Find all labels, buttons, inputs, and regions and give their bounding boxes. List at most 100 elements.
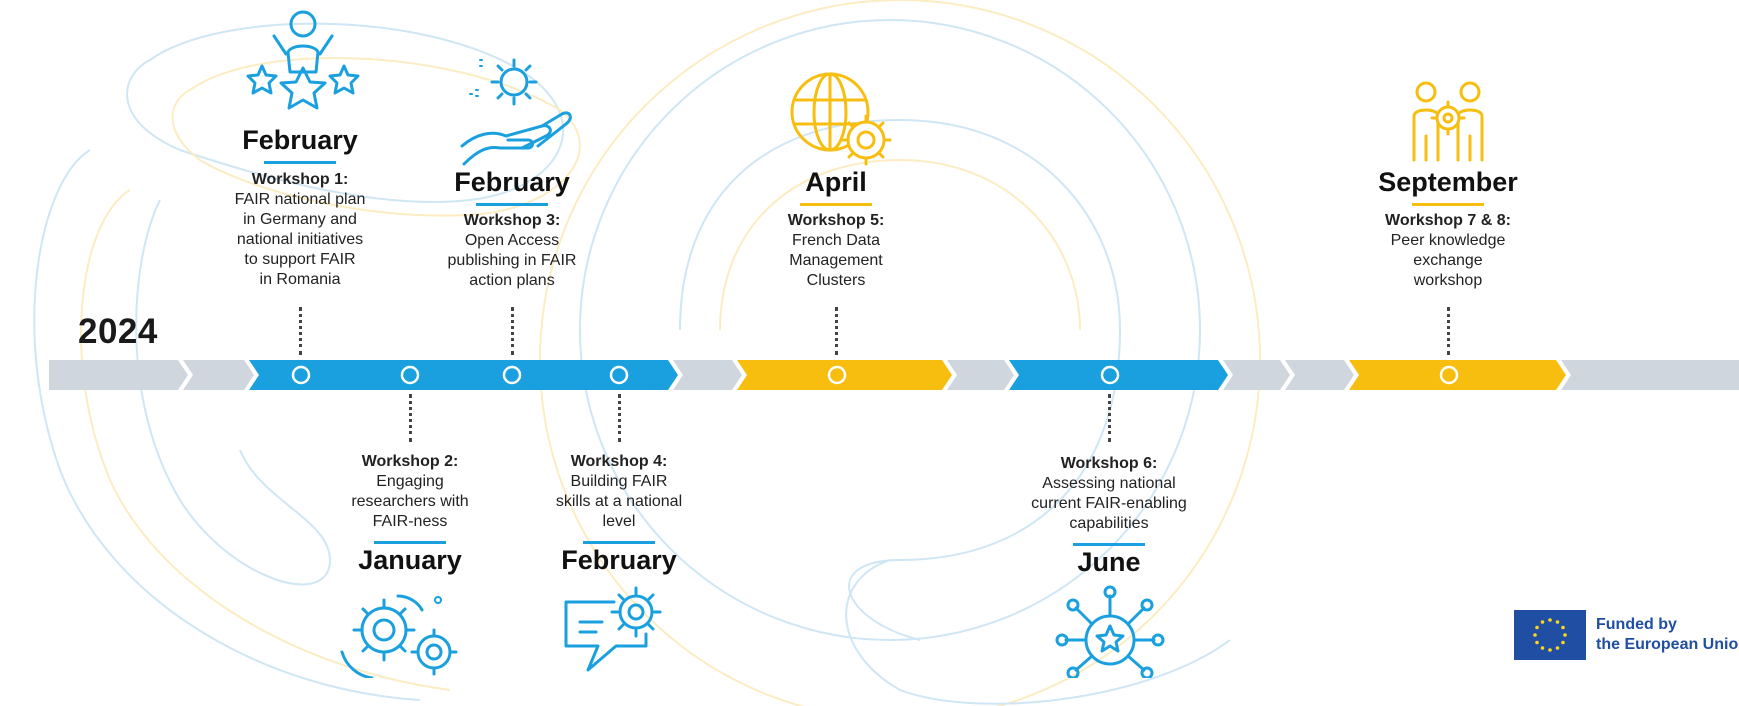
event-3-title: Workshop 3: <box>463 212 561 229</box>
event-4-line-1: Building FAIR <box>570 473 668 490</box>
event-7-month: September <box>1378 167 1518 197</box>
event-1-underline <box>264 161 336 164</box>
event-1-line-2: in Germany and <box>243 211 357 228</box>
event-1-line-3: national initiatives <box>236 231 364 248</box>
loop-blue-2 <box>33 149 421 701</box>
event-5-month: April <box>805 167 867 197</box>
event-6-month: June <box>1077 547 1141 577</box>
eu-flag-icon <box>1514 610 1586 660</box>
eu-star <box>1540 620 1545 624</box>
event-4-underline <box>583 541 655 544</box>
event-3-description: Workshop 3: Open Access publishing in FA… <box>417 211 607 291</box>
eu-star <box>1535 625 1539 630</box>
event-4-title: Workshop 4: <box>570 453 668 470</box>
event-3-line-1: Open Access <box>464 232 560 249</box>
event-6-line-1: Assessing national <box>1042 475 1176 492</box>
eu-star <box>1561 625 1565 630</box>
event-2-month: January <box>358 545 462 575</box>
event-5-title: Workshop 5: <box>787 212 885 229</box>
event-1-line-1: FAIR national plan <box>234 191 366 208</box>
event-2-marker <box>400 365 420 385</box>
event-7-marker <box>1439 365 1459 385</box>
globe-gear-icon <box>786 70 892 170</box>
event-1-title: Workshop 1: <box>251 171 349 188</box>
timeline-segment-grey <box>673 360 742 390</box>
timeline-segment-blue <box>249 360 678 390</box>
loop-blue-1 <box>126 22 564 203</box>
event-1-month: February <box>242 125 358 155</box>
event-3-underline <box>476 203 548 206</box>
event-1-line-4: to support FAIR <box>244 251 356 268</box>
timeline-segment-grey <box>183 360 254 390</box>
event-6-line-2: current FAIR-enabling <box>1031 495 1187 512</box>
eu-star <box>1535 640 1539 645</box>
event-1-connector <box>299 307 302 355</box>
event-2-connector <box>409 394 412 442</box>
chat-gear-icon <box>558 582 668 678</box>
event-7-line-3: workshop <box>1413 272 1483 289</box>
loop-blue-3 <box>135 199 332 586</box>
loop-yellow-2 <box>80 189 451 691</box>
event-7-line-2: exchange <box>1413 252 1483 269</box>
loop-blue-ring-1 <box>579 19 1201 641</box>
event-5-underline <box>800 203 872 206</box>
event-5-connector <box>835 307 838 355</box>
eu-star <box>1533 633 1537 637</box>
timeline-segment-grey <box>1223 360 1290 390</box>
event-7-underline <box>1412 203 1484 206</box>
event-1-description: Workshop 1: FAIR national plan in German… <box>205 170 395 290</box>
year-label: 2024 <box>78 312 158 351</box>
eu-star <box>1540 646 1545 650</box>
people-gear-icon <box>1408 80 1488 166</box>
event-4-description: Workshop 4: Building FAIR skills at a na… <box>524 452 714 532</box>
event-7-line-1: Peer knowledge <box>1390 232 1506 249</box>
eu-funding-badge: Funded by the European Union <box>1514 610 1739 660</box>
event-3-marker <box>502 365 522 385</box>
event-2-line-2: researchers with <box>351 493 469 510</box>
event-4-connector <box>618 394 621 442</box>
event-4-line-2: skills at a national <box>555 493 683 510</box>
timeline-segment-grey <box>49 360 188 390</box>
event-3-line-2: publishing in FAIR <box>447 252 577 269</box>
eu-funding-line-1: Funded by <box>1596 616 1677 633</box>
person-stars-icon <box>244 6 362 116</box>
timeline-segment-grey <box>1561 360 1739 390</box>
gears-icon <box>338 592 468 680</box>
event-5-description: Workshop 5: French Data Management Clust… <box>741 211 931 291</box>
event-2-description: Workshop 2: Engaging researchers with FA… <box>315 452 505 532</box>
event-6-connector <box>1108 394 1111 442</box>
event-5-line-2: Management <box>789 252 883 269</box>
event-2-title: Workshop 2: <box>361 453 459 470</box>
event-3-connector <box>511 307 514 355</box>
event-5-line-3: Clusters <box>806 272 866 289</box>
eu-star <box>1555 620 1560 624</box>
loop-blue-5 <box>845 559 1231 705</box>
event-7-connector <box>1447 307 1450 355</box>
event-5-line-1: French Data <box>791 232 881 249</box>
eu-star <box>1548 648 1552 652</box>
event-5-marker <box>827 365 847 385</box>
loop-blue-4 <box>679 118 1122 641</box>
event-1-marker <box>291 365 311 385</box>
eu-funding-line-2: the European Union <box>1596 636 1739 653</box>
timeline-segment-grey <box>947 360 1014 390</box>
event-4-line-3: level <box>602 513 636 530</box>
event-4-month: February <box>561 545 677 575</box>
event-6-title: Workshop 6: <box>1060 455 1158 472</box>
event-2-line-1: Engaging <box>376 473 444 490</box>
event-6-marker <box>1100 365 1120 385</box>
event-1-line-5: in Romania <box>259 271 341 288</box>
event-7-title: Workshop 7 & 8: <box>1385 212 1511 229</box>
eu-funding-text: Funded by the European Union <box>1596 615 1739 655</box>
event-6-description: Workshop 6: Assessing national current F… <box>1014 454 1204 534</box>
event-2-line-3: FAIR-ness <box>372 513 448 530</box>
timeline-segment-grey <box>1285 360 1354 390</box>
eu-star <box>1561 640 1565 645</box>
hand-gear-icon <box>458 54 576 166</box>
event-4-marker <box>609 365 629 385</box>
eu-star <box>1555 646 1560 650</box>
loop-yellow-3 <box>719 158 1081 331</box>
event-3-month: February <box>454 167 570 197</box>
event-6-underline <box>1073 543 1145 546</box>
